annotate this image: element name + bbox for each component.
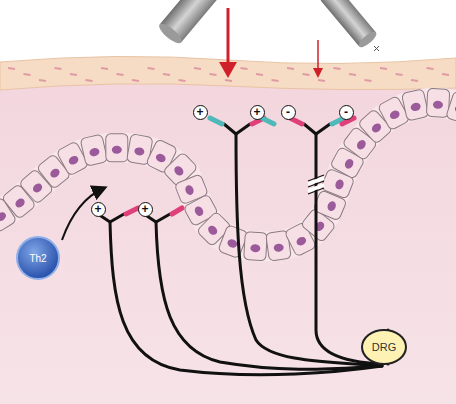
sign-marker: -	[339, 105, 354, 120]
node-label: Th2	[29, 253, 46, 264]
sign-text: +	[94, 203, 101, 215]
receptors	[126, 118, 354, 214]
instruments	[156, 0, 379, 51]
sign-marker: +	[193, 105, 208, 120]
sign-marker: +	[138, 202, 153, 217]
fiber-break-marks	[308, 175, 324, 194]
pressure-arrows	[219, 8, 323, 78]
sign-marker: -	[281, 105, 296, 120]
nerve-fibers	[98, 124, 388, 375]
sign-text: +	[253, 106, 260, 118]
sign-text: -	[344, 106, 348, 118]
dermis	[0, 84, 456, 404]
node-label: DRG	[372, 341, 396, 353]
epithelial-cells	[0, 88, 456, 261]
sign-text: +	[141, 203, 148, 215]
migration-arrow	[62, 188, 104, 240]
sign-marker: +	[91, 202, 106, 217]
sign-text: -	[286, 106, 290, 118]
drg-ganglion: DRG	[361, 329, 407, 365]
sign-marker: +	[250, 105, 265, 120]
th2-cell: Th2	[16, 236, 60, 280]
sign-text: +	[196, 106, 203, 118]
